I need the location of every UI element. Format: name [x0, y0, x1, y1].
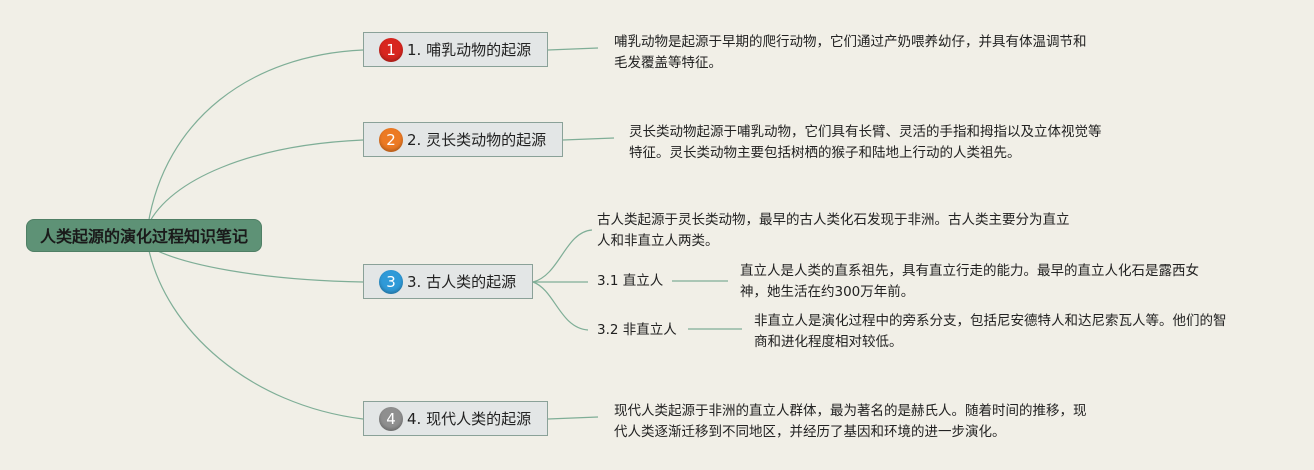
topic-ancient-human-origin[interactable]: 3 3. 古人类的起源 [363, 264, 533, 299]
number-2-icon: 2 [379, 127, 403, 152]
root-topic[interactable]: 人类起源的演化过程知识笔记 [26, 219, 262, 252]
subtopic-non-erectus[interactable]: 3.2 非直立人 [597, 320, 677, 340]
topic-primate-origin[interactable]: 2 2. 灵长类动物的起源 [363, 122, 563, 157]
topic-2-description: 灵长类动物起源于哺乳动物，它们具有长臂、灵活的手指和拇指以及立体视觉等 特征。灵… [629, 122, 1102, 164]
number-1-icon: 1 [379, 37, 403, 62]
desc-line: 特征。灵长类动物主要包括树栖的猴子和陆地上行动的人类祖先。 [629, 145, 1021, 161]
subtopic-3-1-description: 直立人是人类的直系祖先，具有直立行走的能力。最早的直立人化石是露西女 神，她生活… [740, 261, 1199, 303]
desc-line: 哺乳动物是起源于早期的爬行动物，它们通过产奶喂养幼仔，并具有体温调节和 [614, 34, 1087, 50]
desc-line: 毛发覆盖等特征。 [614, 55, 722, 71]
subtopic-3-2-description: 非直立人是演化过程中的旁系分支，包括尼安德特人和达尼索瓦人等。他们的智 商和进化… [754, 311, 1227, 353]
number-3-icon: 3 [379, 269, 403, 294]
desc-line: 代人类逐渐迁移到不同地区，并经历了基因和环境的进一步演化。 [614, 424, 1006, 440]
topic-modern-human-origin[interactable]: 4 4. 现代人类的起源 [363, 401, 548, 436]
topic-label: 4. 现代人类的起源 [407, 410, 532, 428]
topic-4-description: 现代人类起源于非洲的直立人群体，最为著名的是赫氏人。随着时间的推移，现 代人类逐… [614, 401, 1087, 443]
desc-line: 灵长类动物起源于哺乳动物，它们具有长臂、灵活的手指和拇指以及立体视觉等 [629, 124, 1102, 140]
subtopic-homo-erectus[interactable]: 3.1 直立人 [597, 271, 663, 291]
number-4-icon: 4 [379, 406, 403, 431]
desc-line: 神，她生活在约300万年前。 [740, 284, 915, 300]
subtopic-label: 3.1 直立人 [597, 273, 664, 289]
topic-3-description: 古人类起源于灵长类动物，最早的古人类化石发现于非洲。古人类主要分为直立 人和非直… [597, 210, 1070, 252]
desc-line: 人和非直立人两类。 [597, 233, 719, 249]
root-title: 人类起源的演化过程知识笔记 [39, 227, 248, 246]
topic-label: 3. 古人类的起源 [407, 273, 517, 291]
topic-label: 2. 灵长类动物的起源 [407, 131, 547, 149]
subtopic-label: 3.2 非直立人 [597, 322, 677, 338]
topic-mammal-origin[interactable]: 1 1. 哺乳动物的起源 [363, 32, 548, 67]
topic-1-description: 哺乳动物是起源于早期的爬行动物，它们通过产奶喂养幼仔，并具有体温调节和 毛发覆盖… [614, 32, 1087, 74]
desc-line: 直立人是人类的直系祖先，具有直立行走的能力。最早的直立人化石是露西女 [740, 263, 1199, 279]
desc-line: 商和进化程度相对较低。 [754, 334, 903, 350]
desc-line: 古人类起源于灵长类动物，最早的古人类化石发现于非洲。古人类主要分为直立 [597, 212, 1070, 228]
desc-line: 现代人类起源于非洲的直立人群体，最为著名的是赫氏人。随着时间的推移，现 [614, 403, 1087, 419]
desc-line: 非直立人是演化过程中的旁系分支，包括尼安德特人和达尼索瓦人等。他们的智 [754, 313, 1227, 329]
topic-label: 1. 哺乳动物的起源 [407, 41, 532, 59]
